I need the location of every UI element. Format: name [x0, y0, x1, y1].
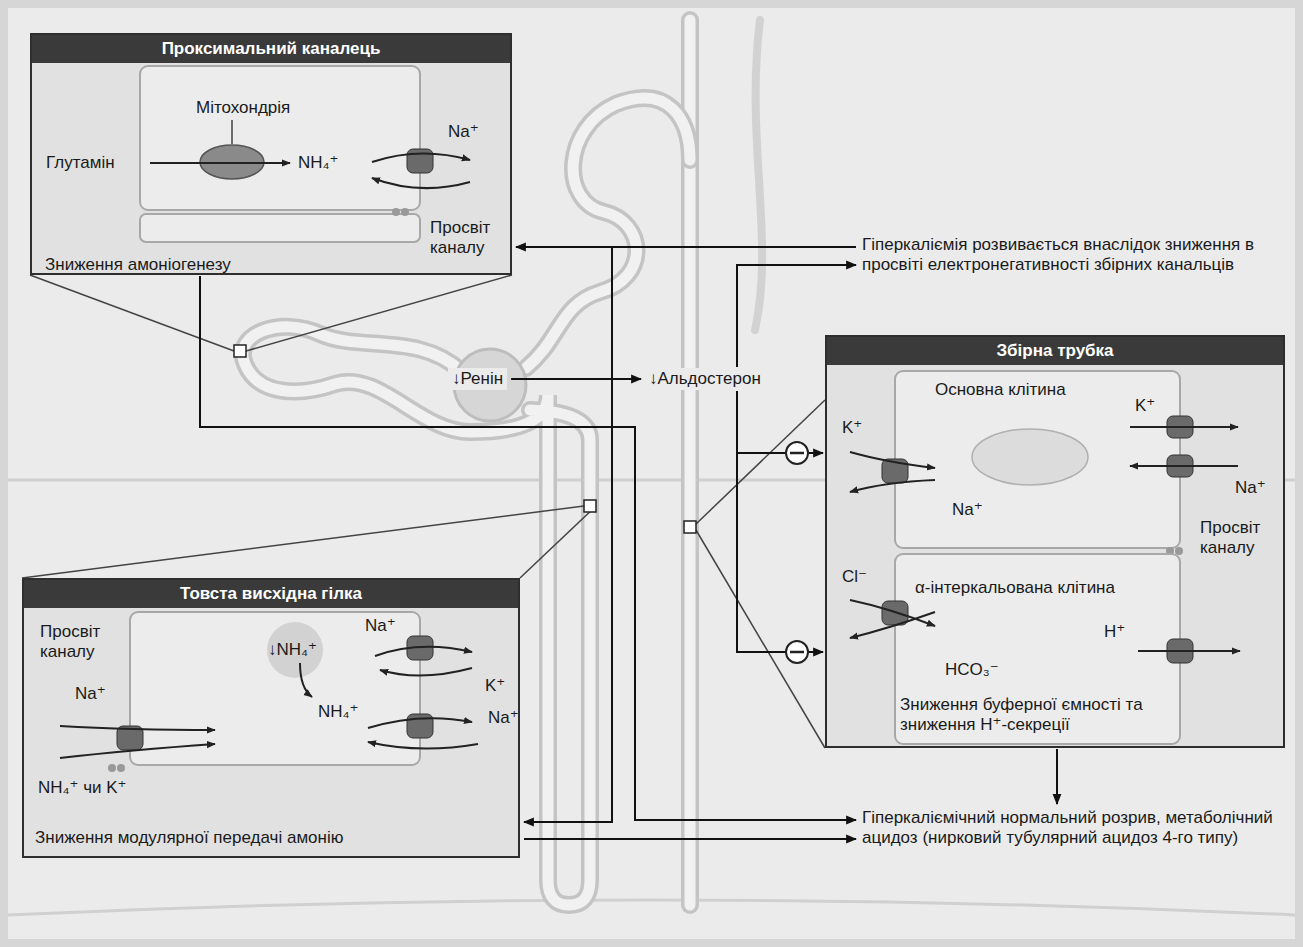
label-text: K⁺ [1135, 396, 1155, 416]
note-text: Гіперкаліємічний нормальний розрив, мета… [862, 808, 1287, 848]
inhibition-symbol [790, 452, 804, 455]
label-text: K⁺ [842, 418, 862, 438]
label-text: Просвіт каналу [430, 218, 515, 258]
connector-arrow [1056, 749, 1058, 804]
label-text: NH₄⁺ чи K⁺ [38, 778, 127, 798]
label-text: Na⁺ [1235, 478, 1266, 498]
tight-junction [392, 208, 400, 216]
tight-junction [108, 764, 116, 772]
label-text: ↓NH₄⁺ [268, 640, 317, 660]
label-text: NH₄⁺ [298, 153, 338, 173]
note-text: Зниження модулярної передачі амонію [35, 828, 343, 848]
zoom-marker [584, 500, 596, 512]
note-text: Гіперкаліємія розвивається внаслідок зни… [862, 235, 1272, 275]
ion-arrow [1130, 426, 1238, 428]
flow-arrow [150, 162, 290, 164]
label-text: Na⁺ [75, 684, 106, 704]
zoom-line [696, 400, 825, 524]
ion-arrow [380, 668, 472, 676]
ion-arrow [372, 178, 470, 188]
connector-arrow [737, 391, 823, 453]
text-node: ↓Ренін [448, 368, 507, 390]
label-text: H⁺ [1104, 622, 1125, 642]
label-text: Na⁺ [488, 708, 519, 728]
label-text: HCO₃⁻ [945, 660, 999, 680]
ion-arrow [1130, 465, 1238, 467]
panel-title: Проксимальний каналець [32, 35, 510, 63]
label-text: NH₄⁺ [318, 702, 358, 722]
ion-arrow [375, 647, 472, 656]
label-text: Na⁺ [365, 616, 396, 636]
papilla-outline [8, 900, 1295, 915]
zoom-line [696, 530, 825, 748]
text-node: Гіперкаліємія розвивається внаслідок зни… [862, 235, 1272, 275]
inhibition-symbol [790, 651, 804, 654]
distal-tubule-wall [526, 98, 690, 368]
tight-junction [401, 208, 409, 216]
label-text: Na⁺ [952, 500, 983, 520]
label-text: Na⁺ [448, 122, 479, 142]
ion-arrow [850, 612, 935, 638]
ion-arrow [60, 744, 215, 758]
inhibition-symbol [786, 641, 808, 663]
zoom-line [30, 275, 234, 351]
label-text: K⁺ [485, 676, 505, 696]
distal-tubule-lumen [526, 98, 690, 368]
ion-arrow [850, 600, 935, 626]
ion-arrow [850, 452, 935, 468]
panel-box: Товста висхідна гілкаЗниження модулярної… [22, 578, 520, 858]
panel-title: Збірна трубка [827, 337, 1283, 365]
panel-ground [825, 335, 1285, 748]
cell [140, 66, 420, 210]
cell [895, 371, 1180, 548]
ion-arrow [60, 726, 215, 730]
label-text: Просвіт каналу [1200, 518, 1285, 558]
note-text: ↓Ренін [452, 369, 503, 389]
background [8, 8, 1295, 939]
note-text: Зниження амоніогенезу [45, 255, 231, 275]
ion-arrow [850, 480, 935, 492]
ammonium-pool [267, 622, 323, 678]
ion-arrow [1138, 650, 1240, 652]
text-node: Гіперкаліємічний нормальний розрив, мета… [862, 808, 1287, 848]
note-text: ↓Альдостерон [649, 369, 761, 389]
connector-arrow [524, 838, 856, 840]
flow-arrow [300, 663, 312, 697]
connector-arrow [511, 378, 641, 380]
leader-line [231, 120, 233, 144]
label-text: Просвіт каналу [40, 622, 125, 662]
cell [140, 214, 420, 242]
ion-arrow [368, 718, 472, 728]
zoom-line [520, 506, 596, 578]
connector-arrow [524, 247, 856, 822]
tight-junction [117, 764, 125, 772]
tight-junction [1175, 547, 1183, 555]
connector-arrow [200, 276, 856, 820]
zoom-line [246, 275, 512, 351]
text-node: ↓Альдостерон [645, 368, 765, 390]
ion-arrow [368, 742, 478, 749]
zoom-line [22, 506, 584, 578]
label-text: Cl⁻ [842, 567, 867, 587]
panel-ground [22, 578, 520, 858]
zoom-marker [234, 345, 246, 357]
label-text: Мітохондрія [196, 98, 290, 118]
note-text: Зниження буферної ємності та зниження H⁺… [900, 695, 1175, 735]
inhibition-symbol [786, 442, 808, 464]
label-text: α-інтеркальована клітина [915, 578, 1115, 598]
zoom-marker [684, 521, 696, 533]
connector-arrow [737, 391, 823, 652]
label-text: Основна клітина [935, 380, 1066, 400]
cell [130, 612, 420, 765]
label-text: Глутамін [46, 153, 115, 173]
blood-vessel [755, 20, 762, 330]
cell [895, 554, 1180, 744]
panel-title: Товста висхідна гілка [24, 580, 518, 608]
nucleus [972, 429, 1088, 485]
ion-arrow [372, 153, 470, 162]
